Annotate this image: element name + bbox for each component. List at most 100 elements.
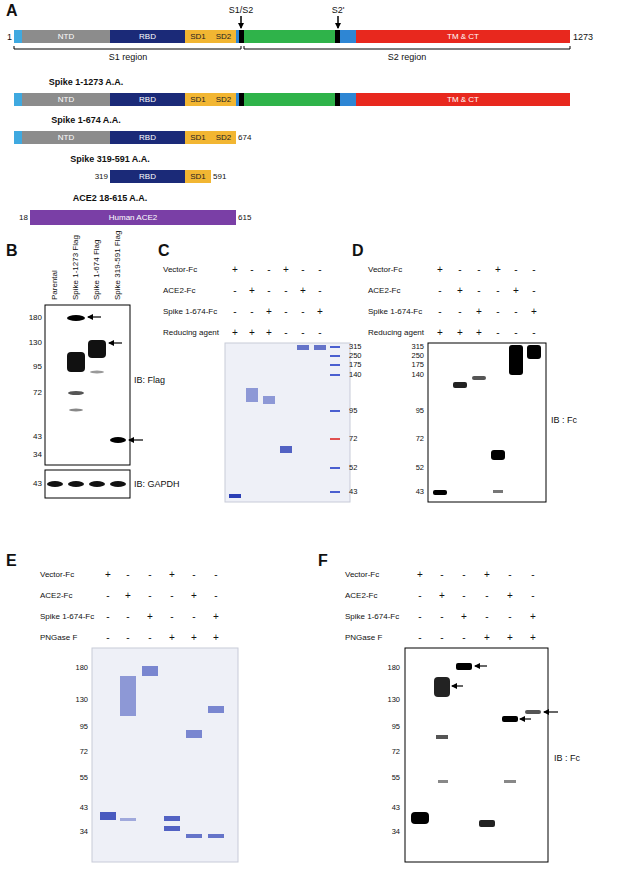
band — [502, 716, 518, 722]
domain-name: SD1 — [190, 134, 206, 142]
band — [436, 735, 448, 739]
text-label: - — [485, 591, 488, 601]
s2-segment — [244, 93, 335, 106]
region-bracket — [14, 46, 241, 49]
domain-name: SD2 — [216, 134, 232, 142]
text-label: Reducing agent — [368, 329, 424, 337]
signal-segment — [14, 93, 22, 106]
band — [164, 816, 180, 821]
domain-box: SD1 — [185, 93, 211, 106]
text-label: - — [301, 307, 304, 317]
domain-name: RBD — [139, 96, 156, 104]
site-arrow — [337, 16, 339, 28]
linker-segment — [340, 93, 356, 106]
text-label: Vector-Fc — [345, 571, 379, 579]
marker-label: 34 — [392, 828, 400, 836]
blot-frame — [45, 305, 130, 465]
text-label: 1273 — [573, 33, 593, 42]
band-arrow — [452, 685, 463, 686]
band-arrow — [544, 711, 558, 712]
marker-label: 95 — [80, 723, 88, 731]
gel-frame — [225, 343, 350, 502]
band — [110, 481, 126, 487]
text-label: 95 — [349, 407, 357, 415]
text-label: - — [508, 570, 511, 580]
band — [434, 677, 450, 697]
band — [433, 490, 447, 495]
band-arrow — [520, 718, 531, 719]
marker-label: 55 — [80, 774, 88, 782]
text-label: + — [249, 286, 255, 296]
marker-label: 180 — [29, 314, 42, 322]
text-label: - — [462, 591, 465, 601]
marker-label: 130 — [75, 696, 88, 704]
text-label: + — [417, 570, 423, 580]
text-label: + — [105, 570, 111, 580]
text-label: - — [531, 570, 534, 580]
marker-label: 18 — [19, 214, 28, 222]
text-label: + — [317, 307, 323, 317]
linker-segment — [236, 93, 239, 106]
domain-box: TM & CT — [356, 93, 570, 106]
text-label: Vector-Fc — [163, 266, 197, 274]
blot-bands — [411, 663, 541, 827]
s2-segment — [244, 30, 335, 43]
text-label: - — [126, 633, 129, 643]
text-label: - — [514, 265, 517, 275]
band — [110, 437, 126, 443]
text-label: Spike 1-674-Fc — [368, 308, 422, 316]
text-label: - — [440, 612, 443, 622]
text-label: + — [461, 612, 467, 622]
band — [186, 730, 202, 738]
text-label: + — [495, 265, 501, 275]
ladder-band — [330, 438, 340, 440]
text-label: - — [214, 591, 217, 601]
gel-bands — [100, 666, 224, 838]
text-label: + — [191, 591, 197, 601]
text-label: - — [438, 307, 441, 317]
text-label: + — [437, 265, 443, 275]
text-label: - — [301, 328, 304, 338]
text-label: - — [318, 286, 321, 296]
domain-box: SD1 — [185, 170, 211, 183]
text-label: + — [283, 265, 289, 275]
band — [263, 396, 275, 404]
text-label: - — [438, 286, 441, 296]
domain-box: RBD — [110, 131, 185, 144]
band — [142, 666, 158, 676]
band-arrow — [475, 665, 487, 666]
band — [120, 818, 136, 821]
text-label: - — [462, 570, 465, 580]
text-label: - — [267, 265, 270, 275]
domain-name: RBD — [139, 33, 156, 41]
marker-label: 34 — [80, 828, 88, 836]
text-label: - — [106, 612, 109, 622]
domain-box: NTD — [22, 93, 110, 106]
marker-label: 43 — [80, 804, 88, 812]
domain-box: Human ACE2 — [30, 210, 236, 225]
band — [509, 345, 523, 375]
marker-label: 95 — [416, 407, 424, 415]
ladder-band — [330, 467, 340, 469]
domain-box: TM & CT — [356, 30, 570, 43]
band — [89, 481, 105, 487]
text-label: ACE2-Fc — [40, 592, 72, 600]
lane-label: Spike 1-674 Flag — [93, 240, 101, 300]
marker-label: 130 — [29, 339, 42, 347]
band — [164, 826, 180, 831]
marker-label: 175 — [411, 361, 424, 369]
text-label: 43 — [349, 488, 357, 496]
text-label: - — [284, 328, 287, 338]
marker-label: 43 — [392, 804, 400, 812]
text-label: - — [284, 286, 287, 296]
text-label: 140 — [349, 371, 362, 379]
text-label: Vector-Fc — [368, 266, 402, 274]
text-label: PNGase F — [40, 634, 77, 642]
marker-label: 180 — [75, 664, 88, 672]
gel-bands — [229, 345, 326, 498]
text-label: ACE2 18-615 A.A. — [73, 194, 148, 203]
panel-letter: C — [158, 243, 170, 259]
text-label: 72 — [349, 435, 357, 443]
text-label: + — [530, 633, 536, 643]
